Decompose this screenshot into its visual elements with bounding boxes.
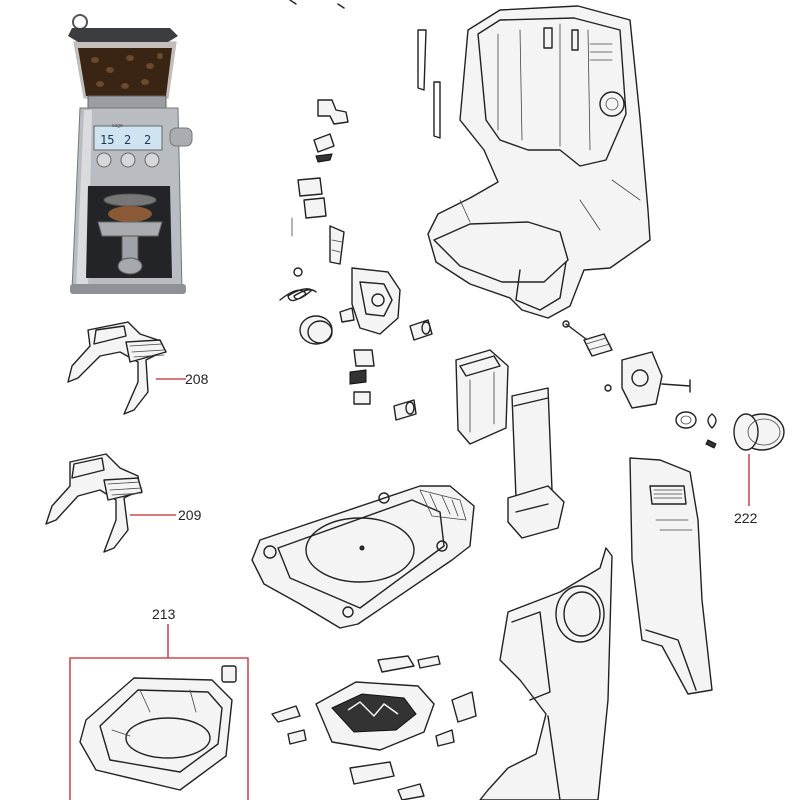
brand-text: sage [112,123,123,129]
grinder-product-photo: sage 15 2 2 [68,14,193,294]
part-209-portafilter-cradle [45,453,143,553]
callout-213: 213 [152,606,176,622]
rubber-feet [271,655,477,800]
round-button [299,315,333,345]
micro-switch-bracket [339,267,401,335]
small-clip-a [409,319,433,341]
display-digit-3: 2 [144,133,151,147]
grate-plate [315,681,435,751]
display-digit-2: 2 [124,133,131,147]
lever [329,225,345,265]
base-plate [251,485,475,629]
front-body-shell [479,547,613,800]
spring [279,267,317,302]
grind-chute [507,387,565,539]
part-222-adjustment-knob [733,413,785,451]
part-208-portafilter-cradle [67,321,167,415]
control-board-box [455,349,509,445]
latch-bracket [313,99,349,163]
part-213-drip-tray [79,665,237,791]
callout-209: 209 [178,507,202,523]
main-housing [427,5,651,319]
callout-208: 208 [185,371,209,387]
callout-222: 222 [734,510,758,526]
shaft-assembly [562,320,717,449]
display-digit-1: 15 [100,133,114,147]
side-trim-panel [629,457,713,695]
switch-assembly [291,177,327,237]
sensor-blocks [349,349,417,421]
housing-rods [289,0,441,139]
